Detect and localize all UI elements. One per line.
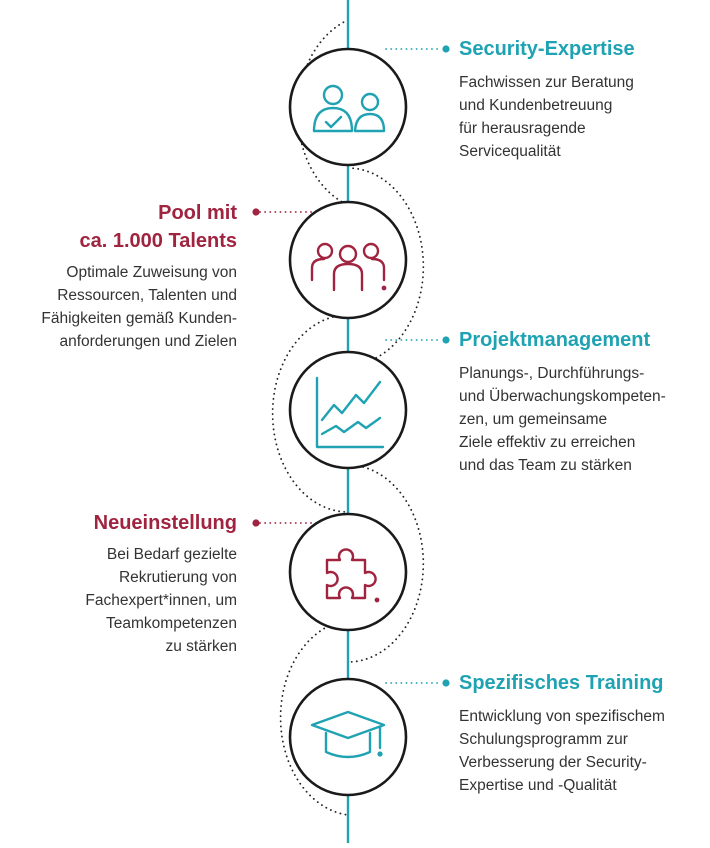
connector-dot-4 bbox=[252, 519, 260, 527]
step-title: Pool mit ca. 1.000 Talents bbox=[79, 202, 238, 252]
step-description: Optimale Zuweisung von Ressourcen, Talen… bbox=[41, 264, 237, 350]
arc-5 bbox=[279, 619, 349, 816]
step-recruitment: Neueinstellung Bei Bedarf gezielte Rekru… bbox=[85, 509, 237, 658]
step-description: Entwicklung von spezifischem Schulungspr… bbox=[459, 708, 665, 794]
step-title: Spezifisches Training bbox=[459, 672, 664, 694]
step-title: Projektmanagement bbox=[459, 329, 651, 351]
step-description: Bei Bedarf gezielte Rekrutierung von Fac… bbox=[85, 546, 237, 655]
node-1 bbox=[288, 47, 408, 167]
step-security-expertise: Security-Expertise Fachwissen zur Beratu… bbox=[459, 35, 635, 163]
node-5 bbox=[288, 677, 408, 797]
connector-dot-2 bbox=[252, 208, 260, 216]
arc-4 bbox=[347, 464, 425, 663]
puzzle-piece-icon bbox=[325, 548, 380, 603]
node-3 bbox=[288, 350, 408, 470]
step-project-management: Projektmanagement Planungs-, Durchführun… bbox=[459, 326, 666, 477]
connectors bbox=[252, 45, 450, 687]
people-check-icon bbox=[312, 84, 386, 133]
connector-dot-5 bbox=[442, 679, 450, 687]
node-4 bbox=[288, 512, 408, 632]
dotted-serpentine bbox=[271, 19, 425, 816]
graduation-cap-icon bbox=[310, 710, 386, 759]
step-specific-training: Spezifisches Training Entwicklung von sp… bbox=[459, 669, 665, 797]
arc-3 bbox=[271, 314, 349, 513]
line-chart-icon bbox=[315, 376, 385, 449]
step-talent-pool: Pool mit ca. 1.000 Talents Optimale Zuwe… bbox=[41, 199, 237, 353]
node-2 bbox=[288, 200, 408, 320]
connector-dot-1 bbox=[442, 45, 450, 53]
step-title: Security-Expertise bbox=[459, 38, 635, 60]
connector-dot-3 bbox=[442, 336, 450, 344]
arc-2 bbox=[347, 167, 425, 366]
step-title: Neueinstellung bbox=[93, 512, 237, 534]
step-description: Fachwissen zur Beratung und Kundenbetreu… bbox=[459, 74, 634, 160]
step-description: Planungs-, Durchführungs- und Überwachun… bbox=[459, 365, 666, 474]
team-group-icon bbox=[310, 242, 387, 292]
